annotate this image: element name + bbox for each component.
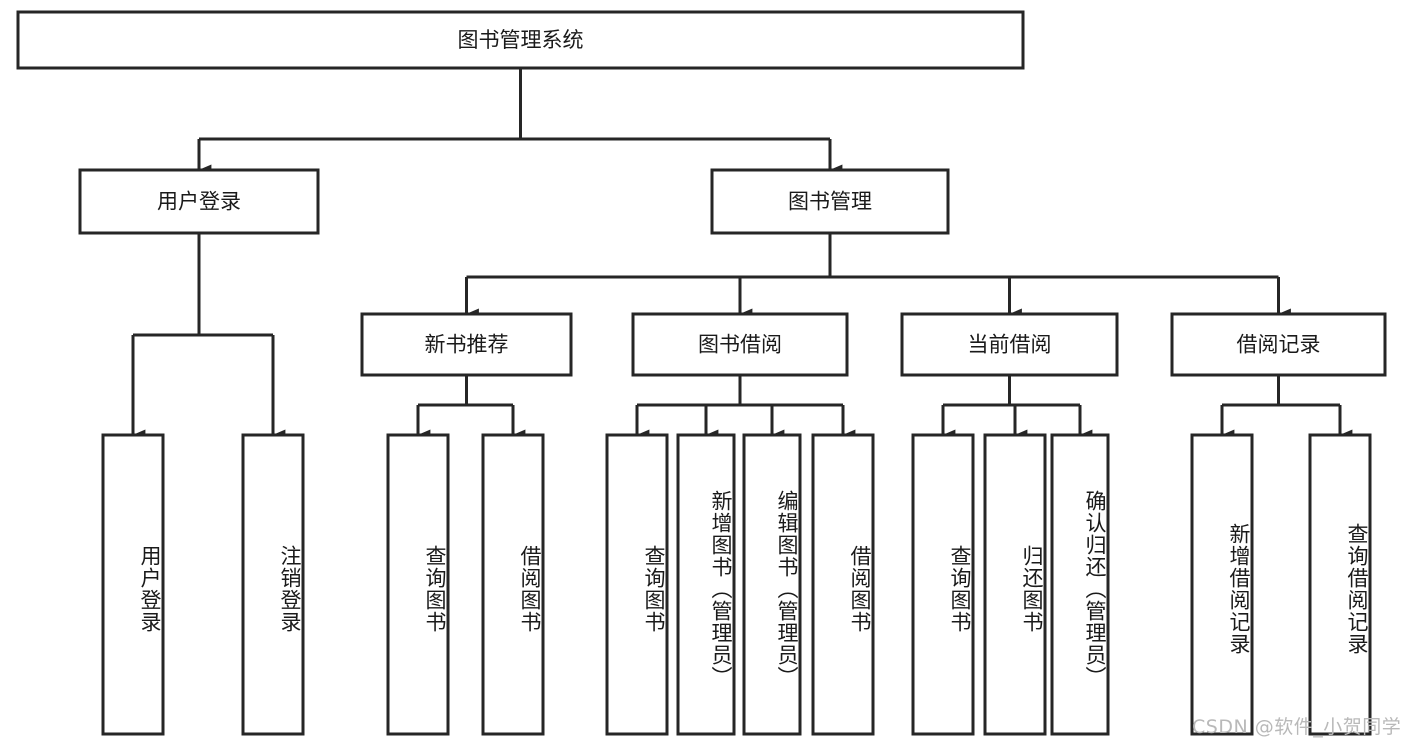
connectors-layer (131, 68, 1353, 441)
node-leaf-query-book-3[interactable] (911, 433, 975, 736)
node-label-book-manage: 图书管理 (788, 190, 872, 214)
csdn-watermark: CSDN @软件_小贺同学 (1192, 716, 1402, 738)
node-leaf-query-book-1[interactable] (386, 433, 450, 736)
node-leaf-query-record[interactable] (1308, 433, 1372, 736)
node-leaf-user-logout[interactable] (241, 433, 305, 736)
node-label-root: 图书管理系统 (458, 28, 584, 52)
node-leaf-return-book[interactable] (983, 433, 1047, 736)
node-label-current-borrow: 当前借阅 (968, 333, 1052, 357)
node-leaf-query-book-2[interactable] (605, 433, 669, 736)
node-root[interactable] (16, 10, 1025, 70)
node-label-new-book-recommend: 新书推荐 (425, 333, 509, 357)
node-current-borrow[interactable] (900, 312, 1119, 377)
node-book-manage[interactable] (710, 168, 950, 235)
node-label-borrow-record: 借阅记录 (1237, 333, 1321, 357)
node-leaf-edit-book[interactable] (742, 433, 802, 736)
node-label-user-login: 用户登录 (157, 190, 241, 214)
node-leaf-add-record[interactable] (1190, 433, 1254, 736)
node-leaf-borrow-book-2[interactable] (811, 433, 875, 736)
node-book-borrow[interactable] (631, 312, 849, 377)
node-leaf-borrow-book-1[interactable] (481, 433, 545, 736)
node-new-book-recommend[interactable] (360, 312, 573, 377)
node-borrow-record[interactable] (1170, 312, 1387, 377)
node-label-book-borrow: 图书借阅 (698, 333, 782, 357)
node-leaf-user-login[interactable] (101, 433, 165, 736)
boxes-layer (16, 10, 1387, 736)
node-leaf-add-book[interactable] (676, 433, 736, 736)
node-leaf-confirm-return[interactable] (1050, 433, 1110, 736)
node-user-login[interactable] (78, 168, 320, 235)
